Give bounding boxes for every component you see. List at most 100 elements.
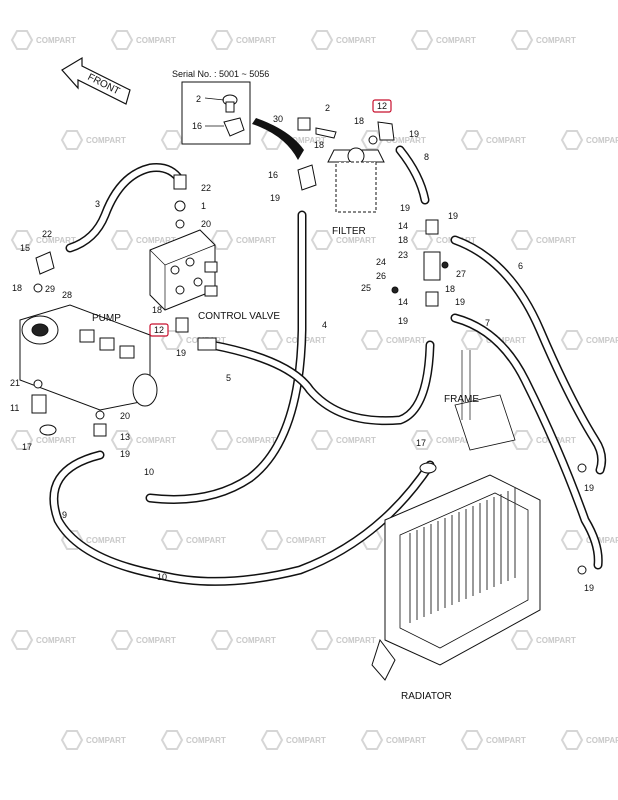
watermark-text: COMPART [336, 636, 376, 645]
watermark-text: COMPART [586, 336, 618, 345]
watermark-logo [310, 630, 334, 650]
callout-19: 19 [584, 583, 594, 593]
watermark-text: COMPART [486, 136, 526, 145]
watermark-text: COMPART [136, 236, 176, 245]
callout-14: 14 [398, 221, 408, 231]
callout-10: 10 [157, 572, 167, 582]
callout-25: 25 [361, 283, 371, 293]
oring-18-pump [33, 283, 43, 293]
oring-18 [368, 135, 378, 145]
watermark-text: COMPART [586, 536, 618, 545]
watermark-logo [210, 630, 234, 650]
callout-18: 18 [12, 283, 22, 293]
callout-18: 18 [314, 140, 324, 150]
watermark-logo [410, 230, 434, 250]
callout-9: 9 [62, 510, 67, 520]
callout-20: 20 [120, 411, 130, 421]
watermark-text: COMPART [136, 36, 176, 45]
front-arrow: FRONT [61, 56, 131, 105]
clamp-17-radiator [419, 462, 437, 474]
watermark-logo [360, 730, 384, 750]
watermark-logo [510, 30, 534, 50]
callout-20: 20 [201, 219, 211, 229]
watermark-logo [110, 230, 134, 250]
watermark-logo [310, 230, 334, 250]
watermark-text: COMPART [286, 136, 326, 145]
callout-27: 27 [456, 269, 466, 279]
watermark-logo [410, 30, 434, 50]
callout-6: 6 [518, 261, 523, 271]
watermark-text: COMPART [136, 636, 176, 645]
bolt-25 [391, 286, 399, 294]
watermark-logo [160, 730, 184, 750]
fitting-12-top [377, 121, 395, 141]
watermark-logo [510, 630, 534, 650]
filter-assembly: FILTER [327, 147, 385, 237]
bracket-23 [423, 251, 441, 281]
callout-18: 18 [398, 235, 408, 245]
callout-17: 17 [22, 442, 32, 452]
watermark-logo [110, 630, 134, 650]
clamp-17 [39, 424, 57, 436]
callout-18: 18 [152, 305, 162, 315]
fitting-1 [174, 200, 186, 212]
hoses [49, 145, 607, 586]
watermark-text: COMPART [236, 436, 276, 445]
callout-16-inset: 16 [192, 121, 202, 131]
callout-3: 3 [95, 199, 100, 209]
fitting-22 [173, 174, 187, 190]
pump-label: PUMP [92, 313, 121, 324]
callout-8: 8 [424, 152, 429, 162]
watermark-text: COMPART [586, 736, 618, 745]
callout-22: 22 [42, 229, 52, 239]
fitting-14b [425, 291, 439, 307]
watermark-text: COMPART [536, 236, 576, 245]
watermark-logo [10, 630, 34, 650]
serial-inset: Serial No. : 5001 ~ 5056 [172, 69, 304, 160]
valve-port [170, 265, 180, 275]
leader [204, 97, 225, 101]
callout-23: 23 [398, 250, 408, 260]
watermark-text: COMPART [336, 436, 376, 445]
part-callouts: 2 16 30 2 18 18 12 19 8 16 19 22 1 20 3 … [10, 94, 594, 593]
callout-17: 17 [416, 438, 426, 448]
callout-2-inset: 2 [196, 94, 201, 104]
valve-spool [204, 285, 218, 297]
callout-28: 28 [62, 290, 72, 300]
watermark-text: COMPART [386, 736, 426, 745]
fitting-30 [297, 117, 311, 131]
callout-24: 24 [376, 257, 386, 267]
hose-6-inner [452, 237, 605, 473]
watermark-text: COMPART [336, 236, 376, 245]
hose-5 [207, 340, 435, 426]
callout-19: 19 [120, 449, 130, 459]
watermark-logo [460, 730, 484, 750]
watermark-logo [60, 730, 84, 750]
serial-note: Serial No. : 5001 ~ 5056 [172, 69, 269, 79]
callout-11: 11 [10, 403, 19, 413]
watermark-text: COMPART [236, 636, 276, 645]
oring-20 [175, 219, 185, 229]
watermark-text: COMPART [486, 336, 526, 345]
oring-19-r1 [577, 463, 587, 473]
filter-canister [335, 161, 377, 213]
watermark-logo [10, 230, 34, 250]
oring-19-r2 [577, 565, 587, 575]
nut-27 [441, 261, 449, 269]
callout-19: 19 [584, 483, 594, 493]
pump-section [79, 329, 95, 343]
watermark-text: COMPART [36, 436, 76, 445]
watermark-logo [260, 730, 284, 750]
watermark-text: COMPART [436, 436, 476, 445]
watermark-logo [260, 530, 284, 550]
fitting-12-mid [175, 317, 189, 333]
watermark-logo [460, 130, 484, 150]
watermark-logo [210, 230, 234, 250]
pump-flange [132, 373, 158, 407]
inset-pointer [252, 118, 304, 160]
watermark-text: COMPART [286, 536, 326, 545]
frame-label: FRAME [444, 394, 479, 405]
callout-18: 18 [445, 284, 455, 294]
watermark-logo [60, 130, 84, 150]
callout-16: 16 [268, 170, 278, 180]
